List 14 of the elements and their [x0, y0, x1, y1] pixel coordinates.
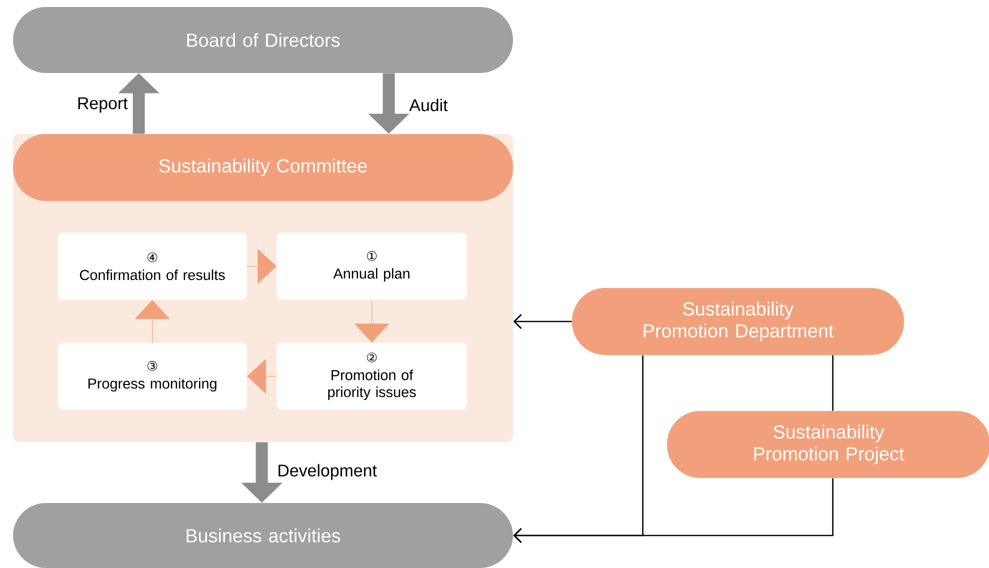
department-box: Sustainability Promotion Department	[572, 288, 904, 355]
process-box: ④ Confirmation of results	[58, 232, 247, 300]
edge-label: Report	[78, 97, 128, 113]
connector-line	[832, 355, 834, 411]
organization-box: Business activities	[13, 503, 513, 568]
department-box: Sustainability Promotion Project	[667, 411, 989, 478]
process-box: ③ Progress monitoring	[58, 342, 247, 410]
process-box: ② Promotion of priority issues	[276, 342, 467, 410]
process-box: ① Annual plan	[276, 232, 467, 300]
edge-label: Audit	[409, 98, 448, 112]
arrow	[513, 314, 572, 330]
organization-box: Board of Directors	[13, 7, 513, 73]
arrow	[513, 478, 834, 544]
edge-label: Development	[278, 464, 377, 480]
